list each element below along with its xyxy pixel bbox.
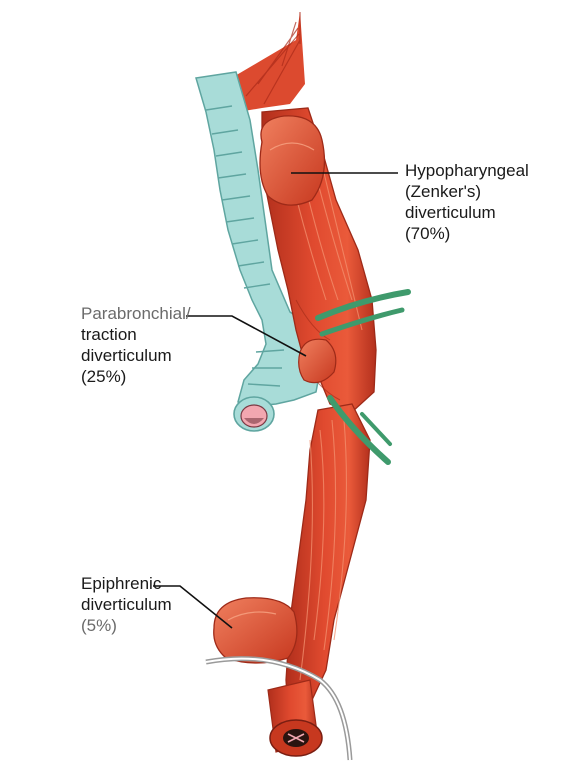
- label-hypopharyngeal-line3: diverticulum: [405, 202, 529, 223]
- label-parabronchial-line1: Parabronchial/: [81, 303, 191, 324]
- label-hypopharyngeal-diverticulum: Hypopharyngeal (Zenker's) diverticulum (…: [405, 160, 529, 244]
- label-hypopharyngeal-percent: (70%): [405, 223, 529, 244]
- label-parabronchial-line3: diverticulum: [81, 345, 191, 366]
- label-hypopharyngeal-line1: Hypopharyngeal: [405, 160, 529, 181]
- label-parabronchial-diverticulum: Parabronchial/ traction diverticulum (25…: [81, 303, 191, 387]
- label-epiphrenic-diverticulum: Epiphrenic diverticulum (5%): [81, 573, 172, 636]
- label-epiphrenic-percent: (5%): [81, 615, 172, 636]
- label-epiphrenic-line1: Epiphrenic: [81, 573, 172, 594]
- zenker-diverticulum-pouch: [260, 116, 324, 205]
- traction-diverticulum-pouch: [299, 339, 336, 382]
- epiphrenic-diverticulum-pouch: [214, 598, 297, 663]
- label-hypopharyngeal-line2: (Zenker's): [405, 181, 529, 202]
- label-parabronchial-percent: (25%): [81, 366, 191, 387]
- label-epiphrenic-line2: diverticulum: [81, 594, 172, 615]
- label-parabronchial-line2: traction: [81, 324, 191, 345]
